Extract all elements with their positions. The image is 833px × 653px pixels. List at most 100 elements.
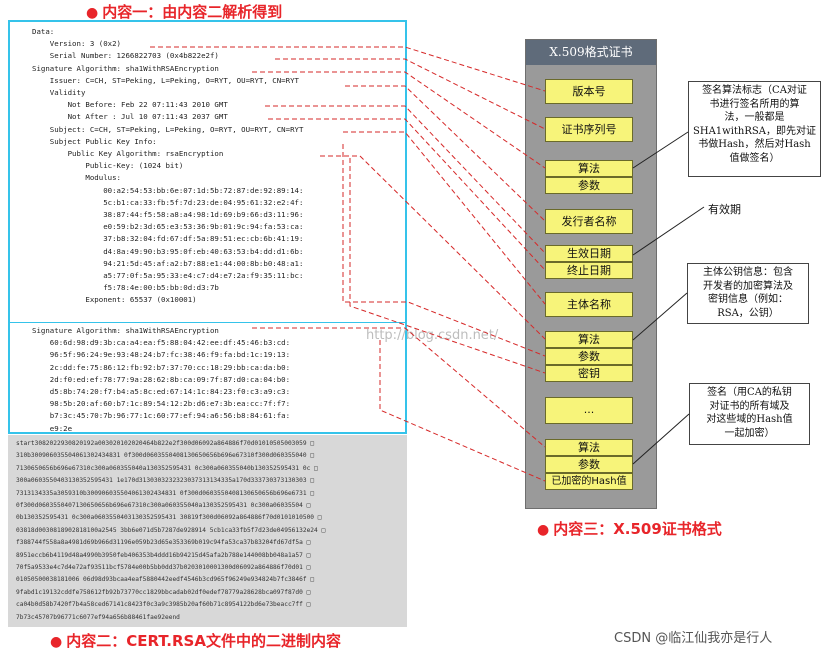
hex-line: 310b300906035504061302434831 0f300d06035… [16,452,315,460]
bullet-icon: ● [537,522,550,538]
note-public-key-info: 主体公钥信息：包含开发者的加密算法及密钥信息（例如： RSA，公钥） [687,263,809,324]
cert-line: Version: 3 (0x2) [32,39,121,49]
connector-pk-key [342,144,546,357]
bullet-icon: ● [86,5,99,21]
hex-line: 03818d0030818902818100a2545 3bb6e071d5b7… [16,526,326,534]
cert-line: Public-Key: (1024 bit) [32,161,184,171]
cert-line: Signature Algorithm: sha1WithRSAEncrypti… [32,326,219,335]
note-line: 签名（用CA的私钥 [707,387,792,398]
connector-issuer [345,85,546,222]
hex-line: 8951eccb6b4119d48a4990b3950feb406353b4dd… [16,551,311,559]
hex-line: 9fabd1c19132cddfe758612fb92b73770cc1829b… [16,588,311,596]
heading-two-text: 内容二：CERT.RSA文件中的二进制内容 [66,632,341,650]
note-validity-leader [632,206,705,256]
connector-signature [379,340,546,482]
note-line: RSA，公钥） [717,307,779,319]
field-version: 版本号 [545,79,633,104]
field-pk-params: 参数 [545,348,633,365]
cert-line: e9:2e [32,423,73,433]
connector-subject [343,131,546,305]
cert-line: f5:78:4e:00:b5:bb:0d:d3:7b [32,283,219,293]
note-line: 法，一般都是 [724,112,785,123]
cert-line: Data: [32,27,55,36]
connector-sig-algorithm [252,71,546,169]
cert-line: Issuer: C=CH, ST=Peking, L=Peking, O=RYT… [32,75,299,85]
hex-line: start3082022930820192a003020102020464b82… [16,440,315,447]
cert-line: e0:59:b2:3d:65:e3:53:36:9b:01:9c:94:fa:5… [32,222,304,232]
cert-line: Serial Number: 1266822703 (0x4b822e2f) [32,51,219,61]
cert-line: d5:8b:74:20:f7:b4:a5:8c:ed:67:14:1c:84:2… [32,387,291,396]
hex-line: 70f5a9533e4c7d4e72af93511bcf5784e00b5bb0… [16,564,311,571]
hex-dump-panel: start3082022930820192a003020102020464b82… [8,435,407,627]
cert-line: a5:77:0f:5a:95:33:e4:c7:d4:e7:2a:f9:35:1… [32,271,304,280]
field-encrypted-hash: 已加密的Hash值 [545,473,633,490]
note-line: 主体公钥信息：包含 [703,267,793,278]
cert-line: 94:21:5d:45:af:a2:b7:88:e1:44:00:8b:b0:4… [32,258,304,268]
cert-line: Subject: C=CH, ST=Peking, L=Peking, O=RY… [32,124,304,134]
note-line: 书进行签名所用的算 [709,98,800,110]
heading-content-one: ●内容一：由内容二解析得到 [86,1,282,22]
cert-line: Validity [32,88,86,97]
hex-line: 7b73c45707b96771c6077ef94a656b88461fae92… [16,613,180,621]
note-line: SHA1withRSA，即先对证 [693,125,816,137]
signature-divider [8,322,407,323]
watermark: http://blog.csdn.net/ [366,328,499,343]
cert-line: 38:87:44:f5:58:a8:a4:98:1d:69:b9:66:d3:1… [32,210,304,219]
note-line: 对证书的所有域及 [709,400,790,412]
field-issuer-name: 发行者名称 [545,209,633,234]
heading-three-text: 内容三：X.509证书格式 [553,520,722,538]
note-line: 对这些域的Hash值 [706,414,793,425]
field-not-before: 生效日期 [545,245,633,262]
cert-line: b7:3c:45:70:7b:96:77:1c:60:77:ef:94:a6:5… [32,411,291,421]
connector-pk-algorithm [320,155,546,340]
cert-line: Subject Public Key Info: [32,136,157,146]
cert-line: 96:5f:96:24:9e:93:48:24:b7:fc:38:46:f9:f… [32,350,291,360]
hex-line: 01050500038181006 06d98d93bcaa4eaf588044… [16,576,315,584]
bullet-icon: ● [50,634,63,650]
cert-line: Signature Algorithm: sha1WithRSAEncrypti… [32,63,219,73]
connector-not-after [268,118,546,271]
connector-pk-params [349,158,546,374]
connector-serial [275,58,546,130]
cert-line: Not After : Jul 10 07:11:43 2037 GMT [32,112,228,122]
field-pk-algorithm: 算法 [545,331,633,348]
hex-line: 7130650656b696e67310c300a060355040a13035… [16,464,318,472]
cert-line: d4:8a:49:90:b3:95:0f:eb:40:63:53:b4:dd:d… [32,246,304,256]
field-ellipsis: ... [545,397,633,424]
heading-content-three: ●内容三：X.509证书格式 [537,518,722,539]
cert-line: Exponent: 65537 (0x10001) [32,295,197,305]
hex-line: 0b130352595431 0c300a0603550403130352595… [16,514,322,522]
note-line: 签名算法标志（CA对证 [702,85,807,96]
note-line: 值做签名） [729,152,780,164]
connector-not-before [265,105,546,254]
cert-line: 00:a2:54:53:bb:6e:07:1d:5b:72:87:de:92:8… [32,185,304,195]
connector-signature-algorithm [252,327,546,448]
note-line: 书做Hash，然后对Hash [698,139,811,150]
certificate-text-panel: Data: Version: 3 (0x2) Serial Number: 12… [8,20,407,434]
field-subject-name: 主体名称 [545,292,633,317]
cert-line: 2c:dd:fe:75:86:12:fb:92:b7:37:70:cc:18:2… [32,362,291,372]
field-signature-algorithm: 算法 [545,439,633,456]
note-signature-leader [632,413,690,465]
field-not-after: 终止日期 [545,262,633,279]
note-line: 开发者的加密算法及 [703,280,793,292]
x509-structure-title: X.509格式证书 [526,40,656,65]
hex-line: 300a0603550403130352595431 1e170d3130303… [16,477,315,485]
field-serial-number: 证书序列号 [545,117,633,142]
field-sig-params: 参数 [545,177,633,194]
field-sig-algorithm: 算法 [545,160,633,177]
cert-line: 37:b8:32:04:fd:67:df:5a:89:51:ec:cb:6b:4… [32,234,304,244]
cert-line: 60:6d:98:d9:3b:ca:a4:ea:f5:88:04:42:ee:d… [32,338,291,348]
note-line: 一起加密） [724,427,775,439]
note-sig-leader [632,131,689,169]
heading-one-text: 内容一：由内容二解析得到 [102,3,283,21]
note-signature: 签名（用CA的私钥对证书的所有域及对这些域的Hash值一起加密） [689,383,810,445]
cert-line: Not Before: Feb 22 07:11:43 2010 GMT [32,100,228,110]
hex-line: 7313134335a3059310b300906035504061302434… [16,489,315,497]
connector-version [150,46,546,92]
note-validity: 有效期 [708,203,741,216]
cert-line: 5c:b1:ca:33:fb:5f:7d:23:de:04:95:61:32:e… [32,197,304,207]
note-line: 密钥信息（例如： [708,294,788,305]
note-signature-algorithm: 签名算法标志（CA对证书进行签名所用的算法，一般都是 SHA1withRSA，即先… [688,81,821,177]
